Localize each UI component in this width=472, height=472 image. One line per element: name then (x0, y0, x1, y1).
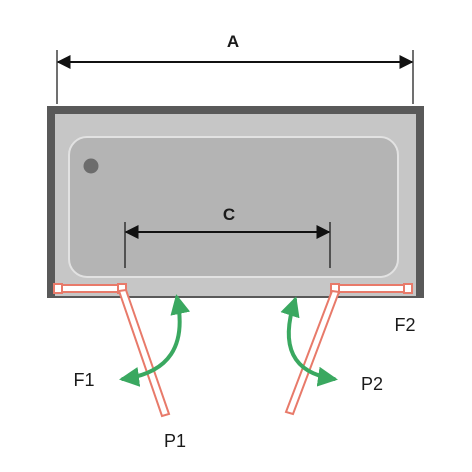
dimension-c-label: C (223, 205, 235, 224)
label-f2: F2 (394, 315, 415, 335)
dimension-a-label: A (227, 32, 239, 51)
rotation-arrow-right (280, 296, 338, 387)
swing-panel-left (117, 288, 171, 418)
dimension-c: C (124, 205, 331, 268)
fixed-panel-right-glass (335, 284, 411, 293)
dimension-a: A (56, 32, 414, 104)
fixed-panel-right (330, 283, 413, 294)
fixed-panel-left (53, 283, 127, 294)
label-p1: P1 (164, 431, 186, 451)
fixed-panel-right-hinge-outer (403, 283, 413, 294)
bathtub (47, 106, 424, 298)
label-p2: P2 (361, 374, 383, 394)
label-f1: F1 (73, 370, 94, 390)
rotation-arrow-left (119, 294, 191, 387)
tub-basin (68, 136, 399, 278)
rotation-arrow-left-icon (119, 294, 191, 387)
swing-panel-left-glass (117, 288, 171, 418)
fixed-panel-left-hinge-outer (53, 283, 63, 294)
fixed-panel-left-glass (56, 284, 124, 293)
rotation-arrow-right-icon (280, 296, 338, 387)
drain-icon (83, 158, 99, 174)
